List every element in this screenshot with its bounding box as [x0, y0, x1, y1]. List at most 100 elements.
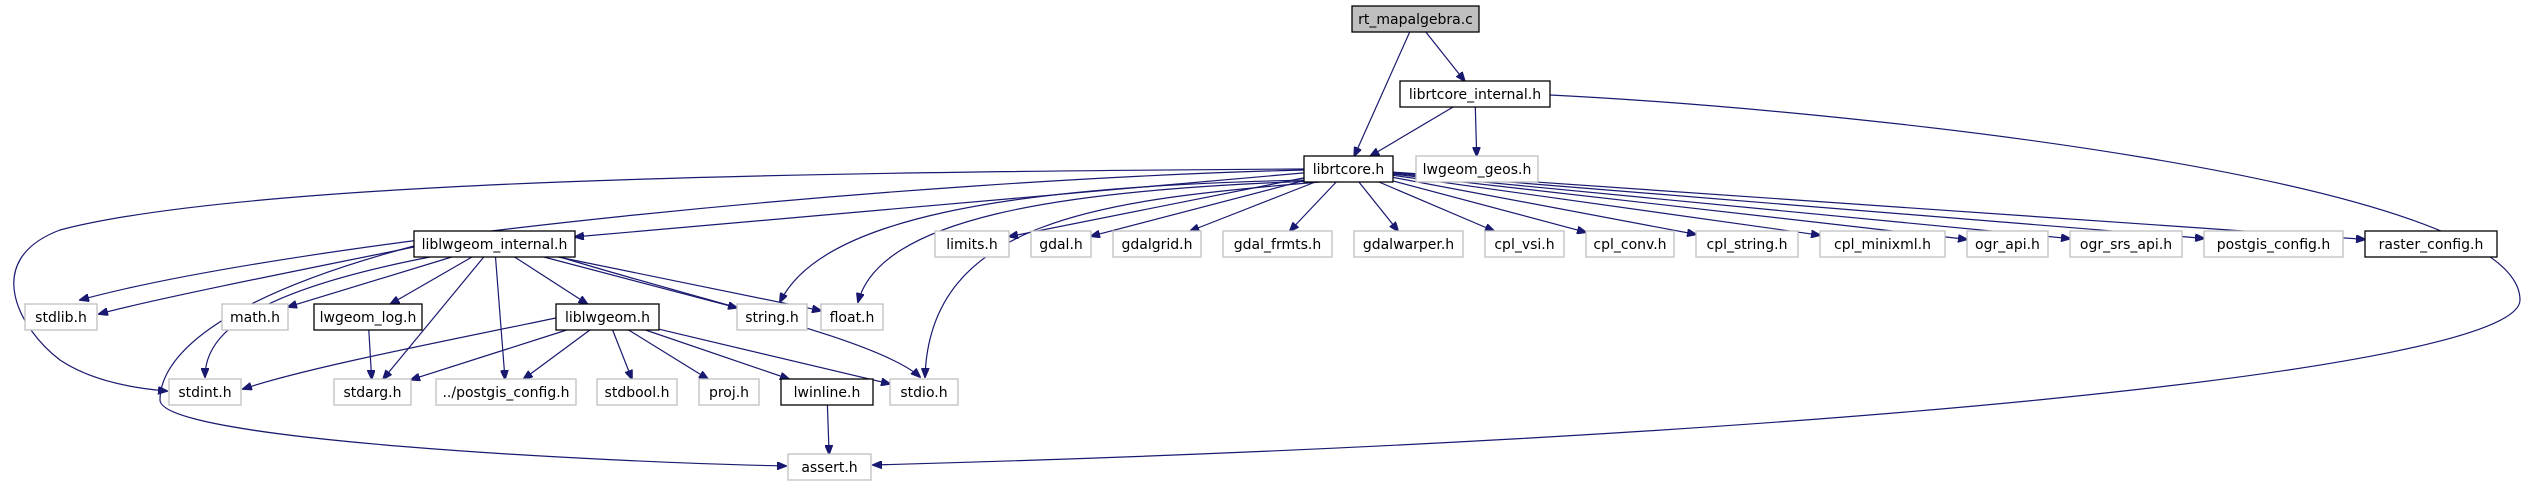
node-label: float.h — [830, 310, 875, 326]
edge-librtcore-h-to-postgis-config-h — [1392, 172, 2204, 239]
edge-librtcore-h-to-liblwgeom-internal-h — [575, 172, 1305, 237]
node-label: stdio.h — [900, 385, 947, 401]
edge-librtcore-h-to-gdal-h — [1091, 180, 1305, 237]
node-gdalwarper-h: gdalwarper.h — [1353, 230, 1464, 258]
node-box — [780, 378, 874, 406]
edge-liblwgeom-internal-h-to-stdlib-h — [99, 246, 415, 314]
node-box — [2069, 230, 2183, 258]
node-label: cpl_string.h — [1707, 237, 1788, 253]
node-box — [313, 303, 423, 331]
node-lwgeom-geos-h: lwgeom_geos.h — [1415, 155, 1539, 183]
node-box — [596, 378, 678, 406]
node-box — [1695, 230, 1799, 258]
node-label: liblwgeom.h — [565, 310, 650, 326]
node-ogr-srs-api-h: ogr_srs_api.h — [2069, 230, 2183, 258]
node-box — [1819, 230, 1946, 258]
node-label: lwgeom_log.h — [320, 310, 417, 326]
edge-librtcore-h-to-stdlib-h — [80, 169, 1305, 300]
node-label: stdbool.h — [605, 385, 670, 401]
edge-liblwgeom-h-to-stdio-h — [658, 328, 890, 384]
node-label: limits.h — [946, 237, 997, 253]
node-box — [1585, 230, 1675, 258]
node-librtcore-h[interactable]: librtcore.h — [1303, 155, 1394, 183]
node-math-h: math.h — [221, 303, 289, 331]
node-stdint-h: stdint.h — [168, 378, 242, 406]
node-limits-h: limits.h — [934, 230, 1010, 258]
edge-librtcore-h-to-stdio-h — [925, 181, 1321, 377]
node-label: rt_mapalgebra.c — [1358, 12, 1473, 28]
node-float-h: float.h — [820, 303, 884, 331]
node-gdalgrid-h: gdalgrid.h — [1112, 230, 1202, 258]
node-label: raster_config.h — [2379, 237, 2484, 253]
node-label: gdal.h — [1039, 237, 1083, 253]
node-lwinline-h[interactable]: lwinline.h — [780, 378, 874, 406]
edge-liblwgeom-h-to-dotdot-postgis-config-h — [524, 329, 591, 379]
node-label: proj.h — [709, 385, 749, 401]
node-label: cpl_conv.h — [1593, 237, 1666, 253]
node-proj-h: proj.h — [698, 378, 760, 406]
node-lwgeom-log-h[interactable]: lwgeom_log.h — [313, 303, 423, 331]
node-box — [787, 453, 872, 481]
node-label: lwinline.h — [794, 385, 861, 401]
node-box — [1966, 230, 2049, 258]
node-box — [1484, 230, 1565, 258]
node-label: stdarg.h — [344, 385, 402, 401]
node-box — [333, 378, 412, 406]
edge-liblwgeom-internal-h-to-stdarg-h — [383, 256, 485, 379]
edge-librtcore-h-to-cpl-vsi-h — [1378, 181, 1494, 231]
edge-liblwgeom-internal-h-to-string-h — [543, 256, 737, 308]
node-box — [24, 303, 98, 331]
edge-librtcore-h-to-float-h — [858, 180, 1316, 302]
node-label: liblwgeom_internal.h — [422, 237, 568, 253]
nodes: rt_mapalgebra.c librtcore_internal.hlibrt… — [24, 5, 2498, 481]
edge-liblwgeom-h-to-stdint-h — [243, 317, 557, 389]
node-box — [889, 378, 959, 406]
node-dotdot-postgis-config-h: ../postgis_config.h — [435, 378, 577, 406]
edge-librtcore-h-to-gdal-frmts-h — [1290, 181, 1337, 231]
node-box — [1112, 230, 1202, 258]
edge-librtcore-h-to-ogr-srs-api-h — [1392, 172, 2070, 238]
node-label: ogr_api.h — [1975, 237, 2040, 253]
node-stdarg-h: stdarg.h — [333, 378, 412, 406]
edge-librtcore-h-to-gdalgrid-h — [1190, 181, 1316, 231]
node-liblwgeom-internal-h[interactable]: liblwgeom_internal.h — [413, 230, 576, 258]
node-raster-config-h[interactable]: raster_config.h — [2364, 230, 2498, 258]
edge-librtcore-h-to-gdalwarper-h — [1358, 181, 1398, 231]
edge-liblwgeom-internal-h-to-float-h — [558, 256, 821, 311]
node-box — [168, 378, 242, 406]
edge-librtcore-internal-h-to-librtcore-h — [1370, 106, 1454, 156]
edge-librtcore-h-to-cpl-string-h — [1392, 176, 1696, 234]
node-label: gdalwarper.h — [1363, 237, 1454, 253]
node-gdal-h: gdal.h — [1030, 230, 1092, 258]
node-label: assert.h — [801, 460, 857, 476]
node-label: ../postgis_config.h — [442, 385, 569, 401]
edge-liblwgeom-h-to-stdbool-h — [612, 329, 632, 379]
edge-librtcore-h-to-cpl-minixml-h — [1392, 174, 1820, 235]
edge-librtcore-internal-h-to-assert-h — [873, 94, 2521, 465]
edge-liblwgeom-internal-h-to-liblwgeom-h — [514, 256, 588, 304]
node-label: cpl_vsi.h — [1494, 237, 1554, 253]
edge-lwgeom-log-h-to-stdarg-h — [369, 329, 372, 379]
node-box — [1030, 230, 1092, 258]
node-liblwgeom-h[interactable]: liblwgeom.h — [555, 303, 660, 331]
edge-librtcore-h-to-stdint-h — [13, 168, 1305, 391]
edge-liblwgeom-internal-h-to-assert-h — [159, 245, 786, 466]
node-box — [820, 303, 884, 331]
node-box — [1351, 5, 1480, 33]
edge-rt-mapalgebra-c-to-librtcore-h — [1354, 31, 1411, 156]
node-librtcore-internal-h[interactable]: librtcore_internal.h — [1399, 80, 1551, 108]
edges — [13, 31, 2521, 466]
node-label: stdlib.h — [35, 310, 87, 326]
node-postgis-config-h: postgis_config.h — [2203, 230, 2344, 258]
node-rt-mapalgebra-c[interactable]: rt_mapalgebra.c — [1351, 5, 1480, 33]
node-gdal-frmts-h: gdal_frmts.h — [1222, 230, 1333, 258]
node-box — [1415, 155, 1539, 183]
edge-liblwgeom-h-to-stdarg-h — [411, 329, 567, 380]
node-ogr-api-h: ogr_api.h — [1966, 230, 2049, 258]
node-box — [2364, 230, 2498, 258]
edge-librtcore-h-to-raster-config-h — [1392, 171, 2365, 239]
edge-librtcore-h-to-string-h — [780, 179, 1311, 302]
node-label: librtcore.h — [1313, 162, 1385, 178]
node-stdio-h: stdio.h — [889, 378, 959, 406]
